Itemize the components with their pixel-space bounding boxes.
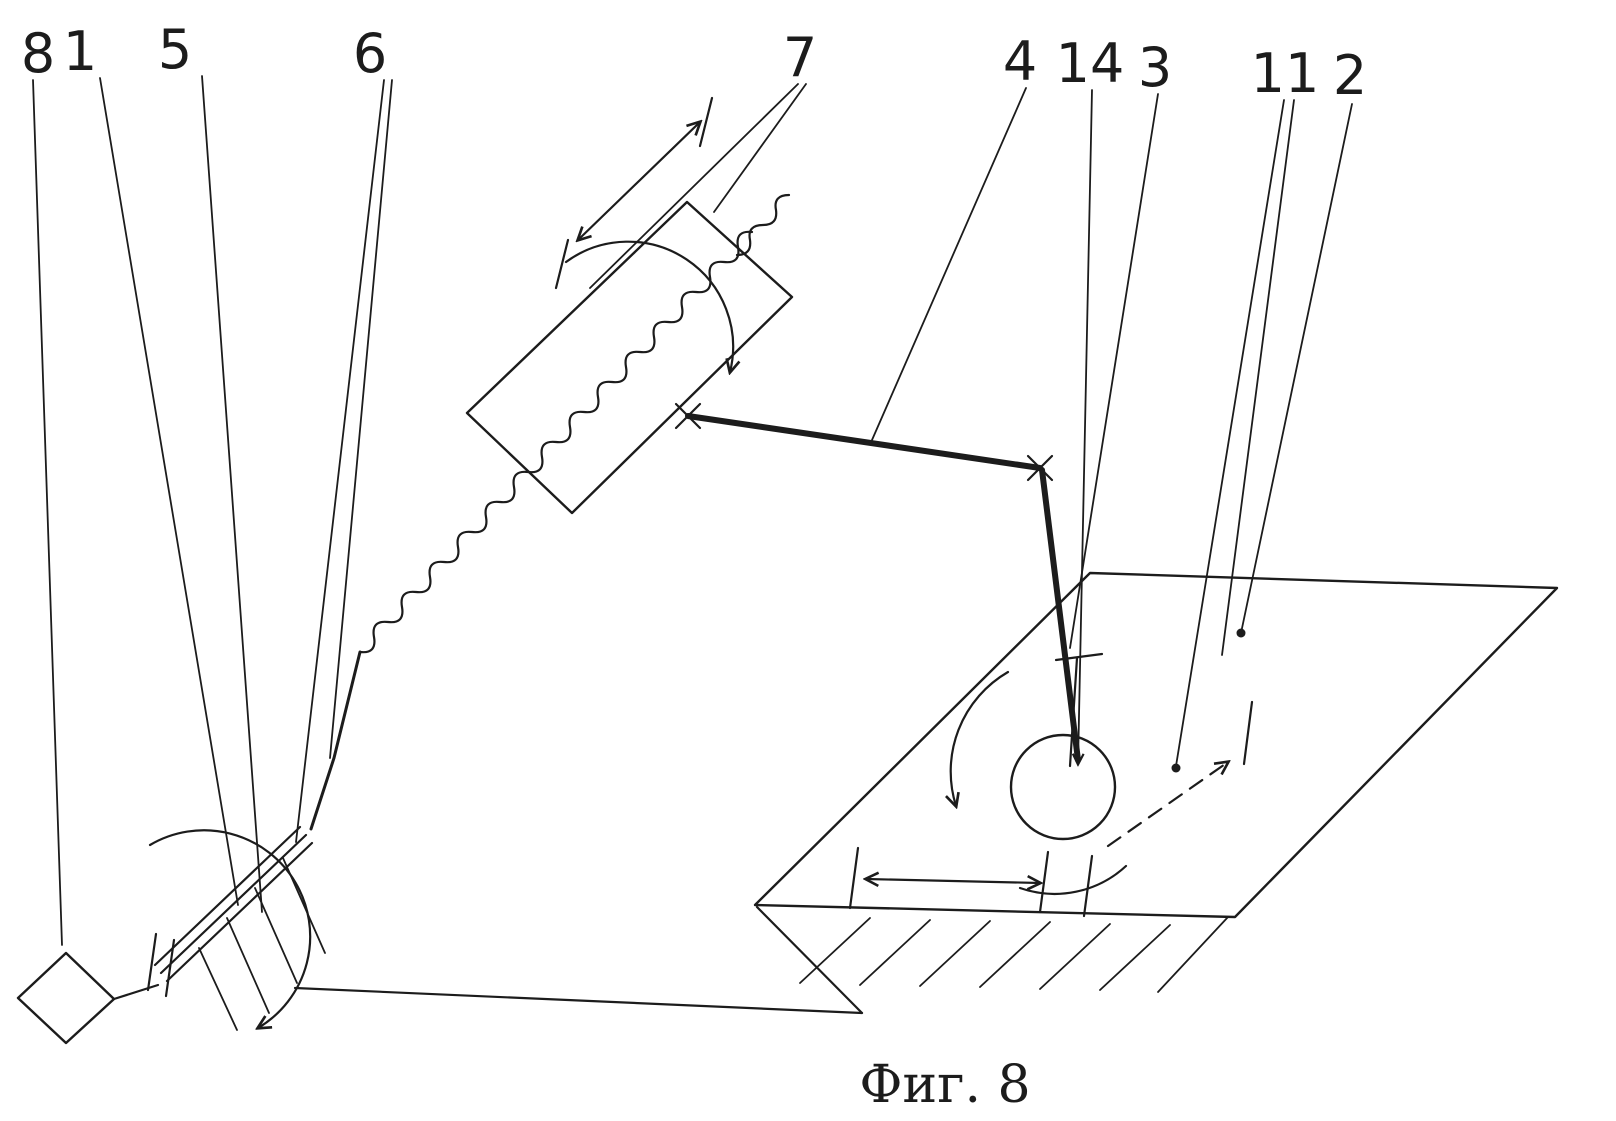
cylinder-rotation-arc bbox=[564, 240, 733, 372]
hatch-line bbox=[1157, 916, 1229, 993]
leader-line-1 bbox=[99, 77, 239, 906]
screw-transmission bbox=[309, 230, 754, 831]
joint-x-mark-right-b bbox=[1026, 454, 1054, 482]
shaft-end-tick-1 bbox=[146, 932, 158, 992]
dimension-tick-right bbox=[1082, 854, 1094, 918]
hatch-line bbox=[1099, 924, 1171, 991]
hatch-line bbox=[979, 921, 1051, 988]
table-rotation-arc-fragment bbox=[1018, 864, 1128, 895]
dimension-double-arrow bbox=[866, 879, 1040, 883]
leader-lines bbox=[32, 75, 1353, 946]
rotary-table-circle bbox=[1009, 733, 1117, 841]
hatch-line bbox=[226, 917, 270, 1014]
ref-label-2: 2 bbox=[1333, 44, 1367, 107]
shaft-line-3 bbox=[165, 841, 314, 983]
diamond-link-line bbox=[112, 983, 160, 1001]
leader-dot-11 bbox=[1171, 763, 1181, 773]
hatch-line bbox=[919, 920, 991, 987]
cylinder-top-wavy-line bbox=[735, 193, 791, 257]
leader-line-14 bbox=[1078, 89, 1093, 764]
hatch-line bbox=[799, 917, 871, 984]
ref-label-5: 5 bbox=[158, 18, 192, 81]
actuator-cylinder bbox=[465, 96, 794, 515]
ref-label-3: 3 bbox=[1138, 36, 1172, 99]
leader-line-7b bbox=[589, 83, 799, 289]
work-plane bbox=[753, 571, 1559, 919]
shaft-end-tick-2 bbox=[164, 938, 176, 998]
translation-double-arrow bbox=[578, 122, 700, 240]
ref-label-6: 6 bbox=[353, 22, 387, 85]
leader-line-6a bbox=[329, 79, 393, 759]
dashed-arrow-tick bbox=[1242, 700, 1254, 766]
base-line bbox=[293, 986, 864, 1015]
counterweight-diamond bbox=[16, 951, 116, 1045]
dashed-direction-arrow bbox=[1106, 762, 1228, 848]
figure-caption: Фиг. 8 bbox=[859, 1055, 1030, 1115]
hatch-line bbox=[1039, 923, 1111, 990]
shaft-line-1 bbox=[153, 825, 302, 967]
dimension-tick-left bbox=[848, 846, 860, 910]
spring-wavy-line bbox=[358, 230, 754, 654]
link-bar-upper bbox=[685, 413, 1043, 471]
leader-line-11b bbox=[1221, 99, 1295, 656]
leader-line-11a bbox=[1175, 99, 1285, 767]
translation-tick-top bbox=[698, 96, 714, 148]
linkage bbox=[674, 402, 1081, 763]
shaft-line-2 bbox=[159, 833, 308, 975]
ref-label-4: 4 bbox=[1003, 30, 1037, 93]
leader-line-3 bbox=[1069, 93, 1159, 649]
table-rotation-arc bbox=[951, 670, 1010, 806]
hatch-line bbox=[254, 887, 298, 984]
ref-label-14: 14 bbox=[1056, 32, 1125, 95]
pivot-rotation-arc bbox=[148, 829, 312, 1028]
cylinder-body-rect bbox=[465, 200, 794, 515]
dimension-tick-mid bbox=[1038, 850, 1050, 914]
hatch-line bbox=[859, 919, 931, 986]
reference-labels: 8 1 5 6 7 4 14 3 11 2 bbox=[21, 18, 1367, 107]
ground-base bbox=[293, 905, 1229, 1015]
ref-label-1: 1 bbox=[63, 20, 97, 83]
leader-dot-2 bbox=[1236, 628, 1246, 638]
ref-label-8: 8 bbox=[21, 22, 55, 85]
axis-top-tick bbox=[1054, 652, 1104, 662]
arm-elbow-segment bbox=[309, 650, 362, 831]
hatch-line bbox=[198, 947, 238, 1031]
leader-line-4 bbox=[871, 87, 1027, 441]
leader-line-7a bbox=[713, 83, 807, 213]
axis-line bbox=[1068, 656, 1079, 768]
ref-label-11: 11 bbox=[1251, 42, 1320, 105]
pivot-mechanism bbox=[16, 825, 326, 1045]
translation-tick-bottom bbox=[554, 238, 570, 290]
plane-outline bbox=[753, 571, 1559, 919]
leader-line-8 bbox=[32, 79, 63, 946]
leader-line-2 bbox=[1240, 103, 1353, 634]
joint-x-mark-left-b bbox=[674, 402, 702, 430]
base-edge-line bbox=[755, 905, 864, 1015]
link-bar-lower bbox=[1039, 467, 1081, 763]
shaft-hatching bbox=[198, 857, 326, 1031]
ground-hatching bbox=[799, 916, 1229, 993]
leader-line-5 bbox=[201, 75, 263, 913]
leader-line-6b bbox=[295, 79, 385, 843]
ref-label-7: 7 bbox=[783, 26, 817, 89]
